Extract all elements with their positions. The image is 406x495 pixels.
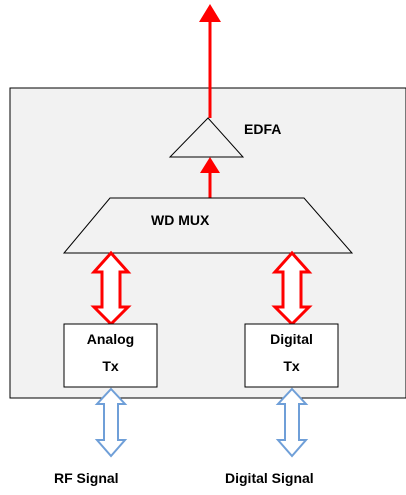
analog-transmitter-box xyxy=(63,323,158,388)
rf-electrical-link xyxy=(94,387,128,458)
digital-signal-label: Digital Signal xyxy=(225,470,314,486)
output-optical-arrow xyxy=(199,4,221,118)
digital-tx-name: Digital xyxy=(270,331,313,347)
analog-tx-name: Analog xyxy=(86,331,135,347)
analog-tx-sub: Tx xyxy=(102,358,119,374)
mux-to-edfa-arrow xyxy=(200,157,220,198)
digital-electrical-link xyxy=(275,387,309,458)
digital-transmitter-box xyxy=(244,323,339,388)
edfa-amplifier xyxy=(168,117,245,158)
edfa-label: EDFA xyxy=(244,121,282,137)
wd-mux xyxy=(62,197,354,254)
wd-mux-label: WD MUX xyxy=(151,212,210,228)
rf-signal-label: RF Signal xyxy=(54,470,119,486)
digital-tx-sub: Tx xyxy=(283,358,300,374)
